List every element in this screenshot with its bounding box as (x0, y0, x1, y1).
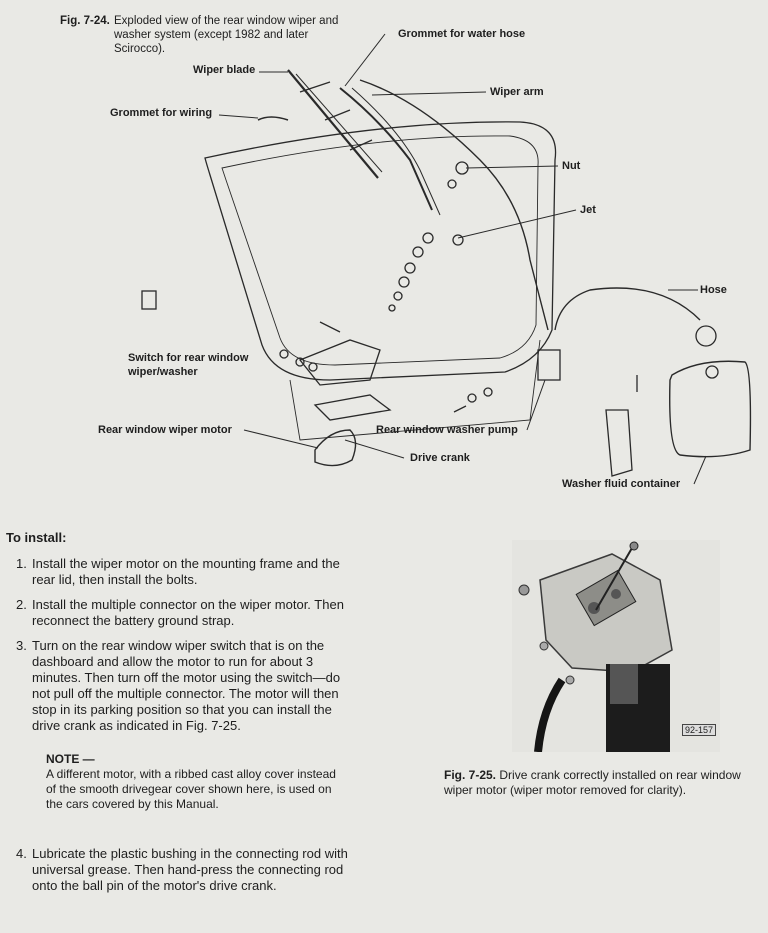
step-text: Lubricate the plastic bushing in the con… (32, 846, 348, 893)
label-drive-crank: Drive crank (410, 452, 470, 464)
photo-code: 92-157 (681, 724, 716, 736)
label-hose: Hose (700, 284, 727, 296)
step-text: Turn on the rear window wiper switch tha… (32, 638, 341, 733)
install-step-2: 2. Install the multiple connector on the… (16, 597, 361, 629)
fig-7-25-caption: Fig. 7-25. Drive crank correctly install… (444, 768, 760, 798)
note-title: NOTE — (46, 752, 95, 766)
label-jet: Jet (580, 204, 596, 216)
fig-7-24-caption: Fig. 7-24. Exploded view of the rear win… (60, 14, 360, 56)
note-text: A different motor, with a ribbed cast al… (46, 767, 336, 811)
fig-7-25-number: Fig. 7-25. (444, 768, 497, 782)
step-number: 3. (16, 638, 27, 653)
label-grommet-water-hose: Grommet for water hose (398, 28, 526, 40)
fig-7-25-photo: 92-157 (512, 540, 720, 753)
fig-7-25-caption-text: Drive crank correctly installed on rear … (444, 768, 741, 797)
fig-7-24-caption-text: Exploded view of the rear window wiper a… (114, 15, 339, 55)
install-step-3: 3. Turn on the rear window wiper switch … (16, 638, 361, 734)
install-step-4: 4. Lubricate the plastic bushing in the … (16, 846, 361, 894)
label-wiper-blade: Wiper blade (193, 64, 256, 76)
container-drawing (669, 360, 752, 458)
label-washer-container: Washer fluid container (562, 478, 681, 490)
step-text: Install the wiper motor on the mounting … (32, 556, 340, 587)
hose-drawing (359, 79, 549, 331)
step-text: Install the multiple connector on the wi… (32, 597, 344, 628)
label-wiper-arm: Wiper arm (490, 86, 544, 98)
install-heading: To install: (6, 530, 67, 545)
step-number: 4. (16, 846, 27, 861)
label-switch: Switch for rear window wiper/washer (128, 352, 249, 378)
wiper-arm-drawing (339, 87, 433, 211)
switch-drawing (141, 290, 157, 310)
exploded-view-drawing (141, 33, 752, 485)
step-number: 2. (16, 597, 27, 612)
note-box: NOTE — A different motor, with a ribbed … (46, 752, 336, 812)
wiper-blade-drawing (287, 69, 383, 179)
motor-drawing (314, 429, 357, 467)
pump-drawing (537, 349, 561, 381)
label-nut: Nut (562, 160, 581, 172)
label-wiper-motor: Rear window wiper motor (98, 424, 232, 436)
fig-7-24-number: Fig. 7-24. (60, 15, 110, 27)
label-washer-pump: Rear window washer pump (376, 424, 518, 436)
step-number: 1. (16, 556, 27, 571)
label-grommet-wiring: Grommet for wiring (110, 107, 213, 119)
drive-crank-photo (518, 541, 673, 753)
install-step-1: 1. Install the wiper motor on the mounti… (16, 556, 361, 588)
